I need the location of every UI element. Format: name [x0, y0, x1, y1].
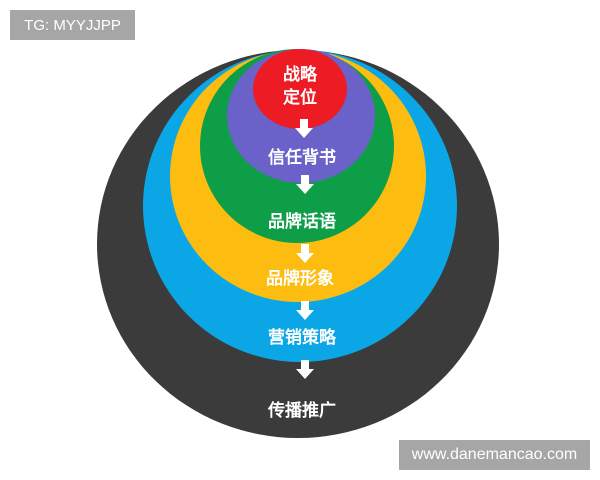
- label-brand-image: 品牌形象: [266, 268, 334, 289]
- arrow-down-icon: [296, 301, 314, 320]
- label-marketing-strategy: 营销策略: [268, 327, 337, 348]
- arrow-down-icon: [295, 119, 313, 138]
- watermark-bottom-right: www.danemancao.com: [399, 440, 590, 470]
- label-communication-promotion: 传播推广: [267, 400, 336, 421]
- arrow-down-icon: [296, 175, 314, 194]
- arrow-down-icon: [296, 360, 314, 379]
- label-strategic-positioning-2: 定位: [283, 87, 317, 108]
- circle-strategic-positioning: [253, 49, 347, 129]
- label-strategic-positioning-1: 战略: [283, 64, 318, 85]
- watermark-top-left: TG: MYYJJPP: [10, 10, 135, 40]
- label-brand-discourse: 品牌话语: [268, 211, 336, 232]
- arrow-down-icon: [296, 244, 314, 263]
- label-trust-endorsement: 信任背书: [268, 147, 336, 168]
